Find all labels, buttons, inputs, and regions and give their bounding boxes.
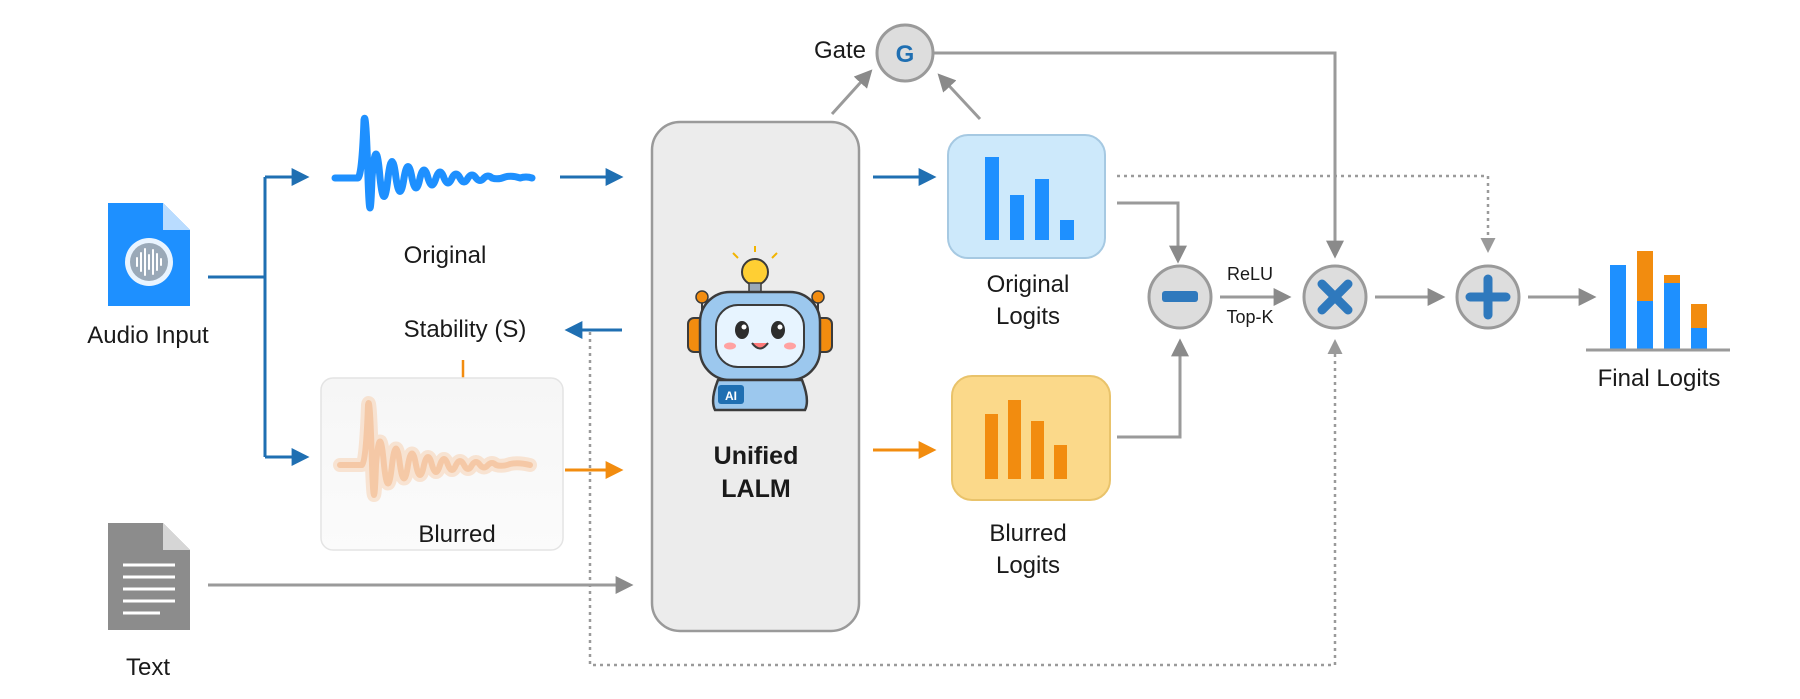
blurred-waveform-label: Blurred [418,521,495,548]
stability-label: Stability (S) [404,316,527,343]
blurred-logits-label-2: Logits [996,552,1060,579]
audio-split-arrows [208,168,310,466]
blurred-waveform [333,396,537,502]
arrow-gate-to-multiply [934,51,1344,259]
final-logits-label: Final Logits [1598,365,1721,392]
residual-dotted-path [1117,174,1496,253]
arrow-original-to-gate [937,73,982,121]
lalm-title-line2: LALM [721,475,790,503]
robot-icon: AI [687,246,833,412]
lalm-title-line1: Unified [714,442,799,470]
gate-symbol: G [896,41,915,68]
minus-icon [1162,291,1198,302]
plus-icon [1465,274,1511,320]
audio-input-label: Audio Input [87,322,209,349]
topk-label: Top-K [1226,307,1273,327]
robot-badge-text: AI [725,389,737,403]
stability-dotted-path [588,332,1343,667]
arrow-blurred-to-subtract [1117,338,1189,439]
blurred-logits-label-1: Blurred [989,520,1066,547]
audio-file-icon [108,203,190,306]
final-logits-bars [1610,251,1707,349]
times-icon [1317,279,1353,315]
original-logits-bars [985,157,1074,240]
text-input-label: Text [126,654,170,681]
original-logits-label-1: Original [987,271,1070,298]
arrow-original-to-subtract [1117,201,1187,264]
original-waveform [331,114,536,212]
original-waveform-label: Original [404,242,487,269]
blurred-logits-bars [985,400,1067,479]
relu-label: ReLU [1227,264,1273,284]
text-document-icon [108,523,190,630]
gate-node [875,23,935,83]
arrow-lalm-to-gate [830,69,873,116]
original-logits-box [947,134,1106,259]
original-logits-label-2: Logits [996,303,1060,330]
gate-label: Gate [814,37,866,64]
